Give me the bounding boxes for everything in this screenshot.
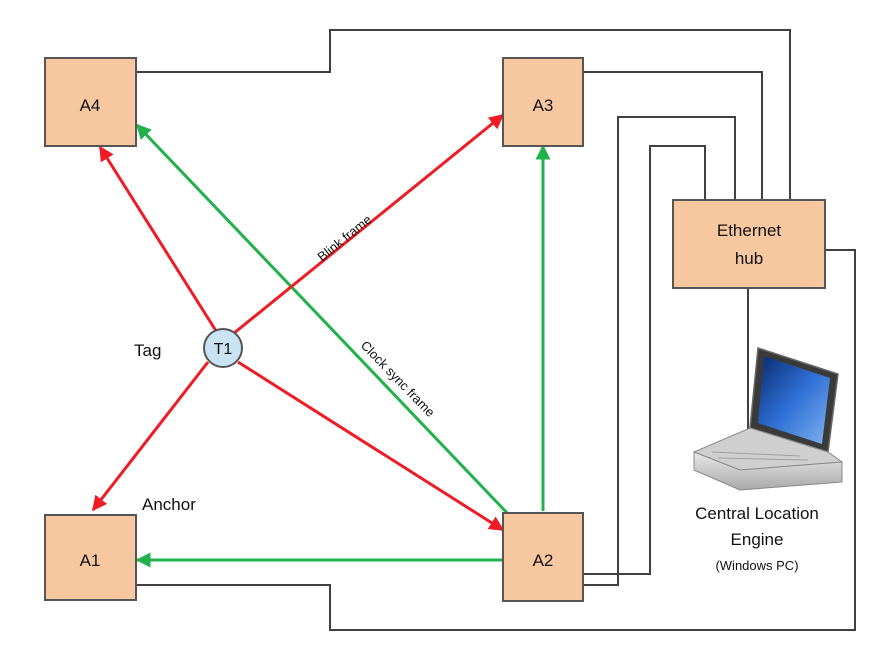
hub-label-line2: hub xyxy=(735,249,763,268)
laptop-label-line1: Central Location xyxy=(695,504,819,523)
anchor-a2-label: A2 xyxy=(533,551,554,570)
cable-a3-hub xyxy=(583,71,763,200)
laptop-icon xyxy=(692,346,844,491)
blink-arrow-t1-a1 xyxy=(91,361,210,512)
anchor-label: Anchor xyxy=(142,495,196,514)
anchor-a4: A4 xyxy=(44,57,137,147)
blink-arrow-t1-a2 xyxy=(237,360,505,532)
blink-arrow-t1-a3 xyxy=(227,113,505,340)
anchor-a2: A2 xyxy=(502,512,584,602)
ethernet-hub: Ethernet hub xyxy=(672,199,826,289)
blink-arrows xyxy=(91,113,505,532)
ethernet-cables xyxy=(136,29,856,631)
clock-sync-arrows xyxy=(135,123,551,568)
anchor-a3: A3 xyxy=(502,57,584,147)
blink-frame-label: Blink frame xyxy=(314,212,374,265)
anchor-a1-label: A1 xyxy=(80,551,101,570)
anchor-a4-label: A4 xyxy=(80,96,101,115)
cable-a2-hub-inner xyxy=(583,145,706,575)
tag-id-label: T1 xyxy=(214,341,233,358)
tag-label: Tag xyxy=(134,341,161,360)
clock-sync-frame-label: Clock sync frame xyxy=(358,338,438,420)
cable-a1-hub xyxy=(136,249,856,631)
cable-a2-hub-outer xyxy=(583,116,736,586)
laptop-label-line3: (Windows PC) xyxy=(715,558,798,573)
hub-label-line1: Ethernet xyxy=(717,221,782,240)
laptop-label-line2: Engine xyxy=(731,530,784,549)
blink-arrow-t1-a4 xyxy=(98,145,220,335)
anchor-a3-label: A3 xyxy=(533,96,554,115)
tag-t1: T1 xyxy=(203,328,243,368)
cable-a4-hub xyxy=(136,29,791,200)
anchor-a1: A1 xyxy=(44,514,137,601)
sync-arrow-a2-a4 xyxy=(135,123,512,518)
